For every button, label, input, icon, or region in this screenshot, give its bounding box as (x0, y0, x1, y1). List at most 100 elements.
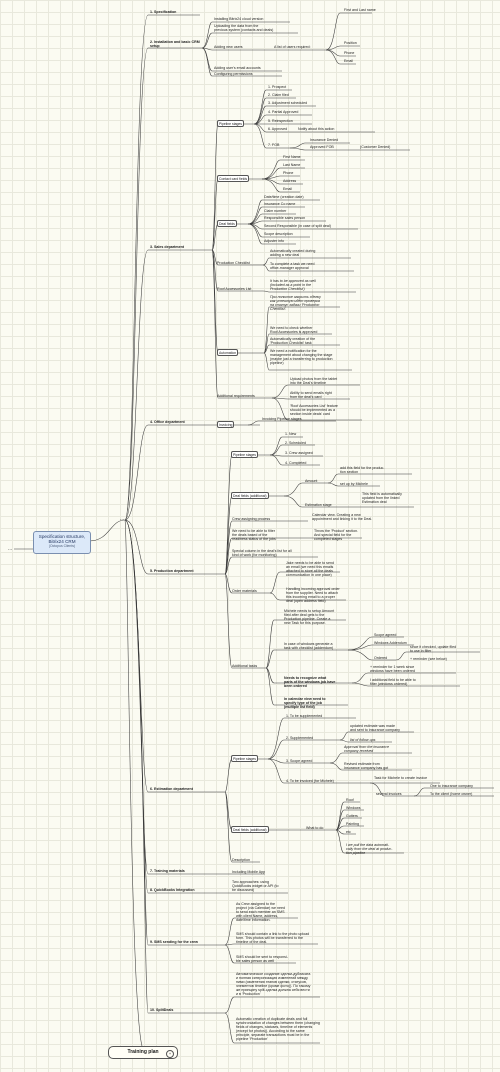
est-pipeline-stages[interactable]: Pipeline stages (231, 755, 258, 762)
office-invoicing[interactable]: Invoicing (217, 421, 235, 428)
prod-pipeline-stages[interactable]: Pipeline stages (231, 451, 258, 458)
filter-1a: We need to be able to filter (232, 529, 275, 533)
est-stage-1: 1. To be supplemented (286, 714, 323, 718)
section-estimation[interactable]: 6. Estimation department (150, 787, 193, 791)
split-ru-5: же принципу split-сделка должна себя вес… (236, 988, 310, 992)
split-en-4: (except for photos)). According to the s… (236, 1029, 305, 1033)
addtask2-a: In case of windows generate a (284, 642, 333, 646)
user-field-email: Email (344, 59, 353, 63)
sales-deal-fields[interactable]: Deal fields (217, 220, 237, 227)
windows-addendum: Windows Addendum (374, 641, 407, 645)
deal-field-3: Claim number (264, 209, 287, 213)
prod-deal-fields[interactable]: Deal fields (additional) (231, 492, 269, 499)
est-deal-fields[interactable]: Deal fields (additional) (231, 826, 269, 833)
expand-icon[interactable]: + (166, 1049, 174, 1058)
roof-2: (included as a point in the (270, 283, 311, 287)
filter-1b: the deals based of the (232, 533, 268, 537)
sales-contact-fields[interactable]: Contact card fields (217, 175, 250, 182)
deal-field-1: Date/time (creation date) (264, 195, 304, 199)
filter-2b: And special field for the (314, 533, 352, 537)
section-office[interactable]: 4. Office department (150, 420, 185, 424)
order1-b: an email (we need this emails (286, 565, 334, 569)
order2-c: this incoming email to a proper (286, 595, 335, 599)
sales-prod-checklist[interactable]: Production Checklist (217, 261, 250, 265)
addtask1-d: new Task for this purpose. (284, 621, 326, 625)
contact-address: Address (283, 179, 297, 183)
auto-3a: Automatically creation of the (270, 337, 316, 341)
ordered-note-1: since it checked, update filed (410, 645, 457, 649)
sales-approved-fob: Approved FOB (310, 145, 334, 149)
training-plan-node[interactable]: Training plan + (108, 1046, 178, 1059)
ordered: Ordered (374, 656, 388, 660)
several-invoices: several invoices (376, 792, 402, 796)
crew-note-2: appointment and linking it to the Deal. (312, 517, 373, 521)
section-quickbooks[interactable]: 8. QuickBooks Integration (150, 888, 195, 892)
section-production[interactable]: 5. Production department (150, 569, 194, 573)
addtask1-b: filed after deal gets to the (284, 613, 325, 617)
sales-roof-list[interactable]: Roof Accessories List (217, 287, 252, 291)
collapsed-branch-mid[interactable]: ... (120, 516, 125, 522)
section-training[interactable]: 7. Training materials (150, 869, 185, 873)
addreq-1b: into the Deal's timeline (290, 381, 327, 385)
root-node[interactable]: Specification structure, Bitrix24 CRM (O… (33, 531, 91, 554)
auto-ru-4: Checklist'. (270, 307, 287, 311)
prodcheck-1: Automatically created during (270, 249, 316, 253)
order1-d: communication in one place) (286, 573, 332, 577)
contact-phone: Phone (283, 171, 294, 175)
prod-stage-3: 3. Crew assigned (285, 451, 313, 455)
install-upload-1: Uploading the data from the (214, 24, 259, 28)
sales-automation[interactable]: Automation (217, 349, 239, 356)
supp-note-1: updated estimate was made (350, 724, 395, 728)
sales-stage-3: 3. Adjustment scheduled (268, 101, 308, 105)
deal-field-4: Responsible sales person (264, 216, 306, 220)
todo-windows: Windows (346, 806, 361, 810)
prodcheck-4: office-manager approval (270, 266, 309, 270)
user-field-position: Position (344, 41, 357, 45)
prod-additional-tasks[interactable]: Additional tasks (232, 664, 258, 668)
prod-order-materials[interactable]: Order materials (232, 589, 257, 593)
section-sms[interactable]: 9. SMS sending for the crew (150, 940, 198, 944)
calendar-b: specify type of the job (284, 701, 322, 705)
sales-pipeline-stages[interactable]: Pipeline stages (217, 120, 244, 127)
scope-note-4: Insurance company has got (344, 766, 389, 770)
auto-ru-2: как успешную идёт проверка (270, 299, 320, 303)
amount-note-2: tion section (340, 470, 359, 474)
auto-3b: 'Production Checklist' task (270, 341, 312, 345)
est-note-1: This field is automatically (362, 492, 402, 496)
sales-stage-1: 1. Prospect (268, 85, 287, 89)
prod-crew-assigning[interactable]: Crew assigning process (232, 517, 271, 521)
roof-3: Production Checklist') (270, 287, 305, 291)
sms-1e: date/time information. (236, 918, 271, 922)
addtask1-a: Michele needs to setup Amount (284, 609, 335, 613)
supp-note-3: list of follow ups (350, 738, 376, 742)
filter-2c: completed stages (314, 537, 343, 541)
prod-stage-1: 1. New (285, 432, 297, 436)
user-field-phone: Phone (344, 51, 355, 55)
split-ru-6: и в 'Production' (236, 992, 261, 996)
reminder-c: I additional field to be able to (370, 678, 416, 682)
addreq-2a: Ability to send emails right (290, 391, 332, 395)
crew-note-1: Calendar view. Creating a new (312, 513, 361, 517)
user-field-name: First and Last name (344, 8, 376, 12)
split-ru-4: элементов timeline (кроме фото)). По так… (236, 984, 311, 988)
est-stage-2: 2. Supplemented (286, 736, 314, 740)
section-sales[interactable]: 3. Sales department (150, 245, 184, 249)
sales-stage-6: 6. Approved (268, 127, 288, 131)
section-splitdeals[interactable]: 10. SplitDeals (150, 1008, 174, 1012)
est-stage-3: 3. Scope agreed (286, 759, 313, 763)
section-installation[interactable]: 2. Installation and basic CRM setup (150, 40, 200, 49)
sales-stage-5: 5. Reinspection (268, 119, 293, 123)
install-emails: Adding user's email accounts (214, 66, 261, 70)
addreq-2b: from the deal's card (290, 395, 322, 399)
order2-d: deal (open address field) (286, 599, 326, 603)
sales-additional-req[interactable]: Additional requirements (217, 394, 255, 398)
collapsed-branch-left[interactable]: ... (8, 546, 13, 552)
deal-field-6: Scope description (264, 232, 293, 236)
auto-4b: management about changing the stage (270, 353, 333, 357)
section-specification[interactable]: 1. Specification (150, 10, 177, 14)
order2-b: from the supplier. Need to attach (286, 591, 338, 595)
auto-ru-1: При попытке закрыть сделку (270, 295, 321, 299)
scope-note-1: Approval from the insurance (344, 745, 389, 749)
prod-stage-2: 2. Scheduled (285, 441, 306, 445)
install-cloud: Installing Bitrix24 cloud version (214, 17, 264, 21)
